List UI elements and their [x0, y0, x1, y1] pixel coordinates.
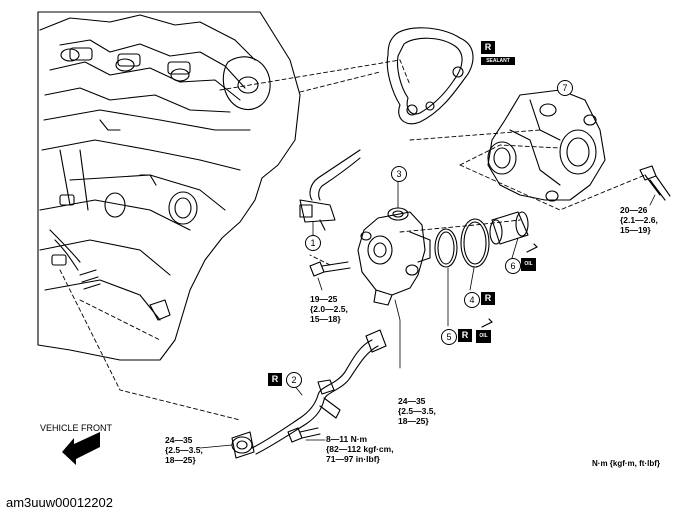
engine-block	[37, 11, 301, 361]
figure-code: am3uuw00012202	[6, 495, 113, 510]
reuse-badge-gasket: R	[481, 41, 495, 54]
water-pump	[357, 207, 431, 306]
reuse-badge-o-ring-small: R	[458, 329, 472, 342]
callout-2: 2	[286, 372, 302, 388]
torque-bracket-bolt: 8—11 N·m {82—112 kgf·cm, 71—97 in·lbf}	[326, 434, 394, 464]
torque-pipe-fitting-right: 24—35 {2.5—3.5, 18—25}	[398, 396, 436, 426]
sealant-badge: SEALANT	[481, 57, 515, 65]
bracket-bolt	[287, 427, 321, 443]
callout-1: 1	[305, 235, 321, 251]
torque-pump-bolt: 19—25 {2.0—2.5, 15—18}	[310, 294, 348, 324]
callout-6: 6	[505, 258, 521, 274]
callout-4: 4	[464, 292, 480, 308]
reuse-badge-o-ring-large: R	[481, 292, 495, 305]
torque-pipe-fitting-left: 24—35 {2.5—3.5, 18—25}	[165, 435, 203, 465]
dashed-leader-lines	[59, 59, 646, 421]
o-ring-small	[434, 228, 458, 268]
vehicle-front-arrow-icon	[62, 432, 100, 465]
callout-5: 5	[441, 329, 457, 345]
pump-bolt	[309, 261, 351, 277]
thermostat-sleeve	[489, 211, 529, 245]
thermostat-housing	[487, 89, 606, 202]
oil-can-icon-6	[526, 243, 538, 253]
oil-can-icon-5	[481, 318, 493, 328]
callout-3: 3	[391, 166, 407, 182]
units-label: N·m {kgf·m, ft·lbf}	[592, 459, 660, 468]
torque-thermostat-bolt: 20—26 {2.1—2.6, 15—19}	[620, 205, 658, 235]
gasket-sealant	[386, 27, 474, 125]
callout-7: 7	[557, 80, 573, 96]
water-pipe	[231, 329, 387, 459]
oil-badge-6: OIL	[521, 258, 536, 271]
reuse-badge-pipe: R	[268, 373, 282, 386]
hose-sensor	[299, 149, 361, 231]
callout-leaders	[199, 84, 656, 449]
thermostat-bolt	[639, 165, 671, 201]
oil-badge-5: OIL	[476, 330, 491, 343]
vehicle-front-label: VEHICLE FRONT	[40, 423, 113, 433]
o-ring-large	[460, 218, 490, 268]
